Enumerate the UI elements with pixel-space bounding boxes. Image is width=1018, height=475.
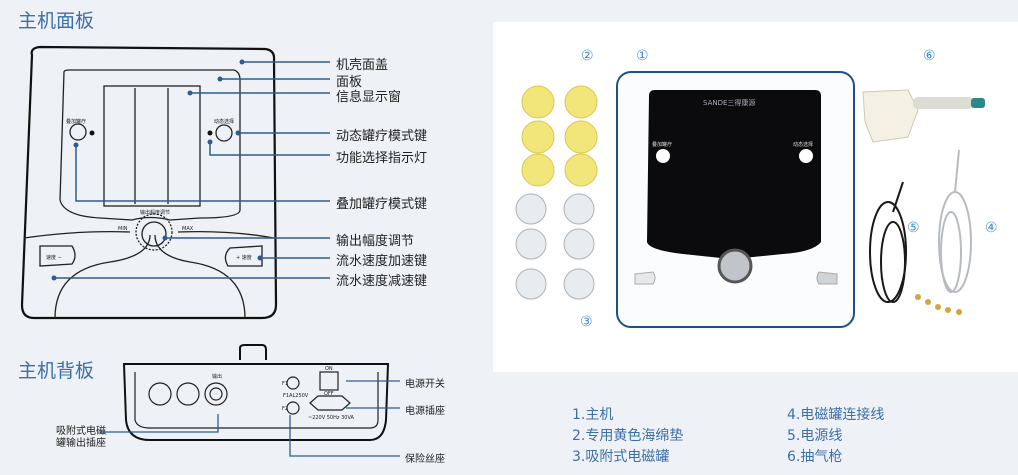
product-photo: SANDE三得康源 叠加罐疗 动态选择 xyxy=(493,22,1018,372)
speed-down-text: 速度 − xyxy=(46,254,62,261)
fuse-rating-text: F1AL250V xyxy=(283,393,309,399)
legend-right: 4.电磁罐连接线 5.电源线 6.抽气枪 xyxy=(787,405,884,468)
label-cup-output-socket: 吸附式电磁 罐输出插座 xyxy=(56,426,106,450)
back-panel-title: 主机背板 xyxy=(18,360,95,382)
legend-item-6: 6.抽气枪 xyxy=(787,449,843,465)
label-cup-output-line2: 罐输出插座 xyxy=(56,438,106,449)
label-fuse-holder: 保险丝座 xyxy=(405,454,445,465)
label-output-amplitude: 输出幅度调节 xyxy=(336,234,415,249)
f2-text: F2 xyxy=(282,406,288,412)
legend-item-1: 1.主机 xyxy=(572,407,614,423)
marker-4: ④ xyxy=(985,220,998,236)
dial-text: 输出幅度调节 xyxy=(140,209,170,216)
legend-item-4: 4.电磁罐连接线 xyxy=(787,407,885,423)
power-rating-text: ~220V 50Hz 30VA xyxy=(308,415,355,421)
legend-item-3: 3.吸附式电磁罐 xyxy=(572,449,670,465)
off-text: OFF xyxy=(324,391,334,397)
photo-right-key-text: 动态选择 xyxy=(793,141,813,148)
legend-item-5: 5.电源线 xyxy=(787,428,843,444)
label-display-window: 信息显示窗 xyxy=(336,90,402,105)
label-panel: 面板 xyxy=(336,75,363,90)
marker-1: ① xyxy=(636,48,649,64)
panel-left-key-text: 叠加罐疗 xyxy=(66,118,86,125)
label-overlay-mode-key: 叠加罐疗模式键 xyxy=(336,197,428,212)
brand-logo-text: SANDE三得康源 xyxy=(703,98,755,107)
label-dynamic-mode-key: 动态罐疗模式键 xyxy=(336,129,428,144)
product-photo-drawing: SANDE三得康源 叠加罐疗 动态选择 xyxy=(515,71,985,328)
label-indicator-light: 功能选择指示灯 xyxy=(336,151,428,166)
min-text: MIN xyxy=(118,226,128,232)
marker-6: ⑥ xyxy=(923,48,936,64)
label-power-socket: 电源插座 xyxy=(405,406,445,417)
legend-left: 1.主机 2.专用黄色海绵垫 3.吸附式电磁罐 xyxy=(572,405,683,468)
label-speed-up-key: 流水速度加速键 xyxy=(336,254,428,269)
on-text: ON xyxy=(325,366,333,372)
legend-item-2: 2.专用黄色海绵垫 xyxy=(572,428,684,444)
photo-left-key-text: 叠加罐疗 xyxy=(652,141,672,148)
f1-text: F1 xyxy=(282,381,288,387)
label-power-switch: 电源开关 xyxy=(405,379,445,390)
front-panel-title: 主机面板 xyxy=(18,10,95,32)
label-speed-down-key: 流水速度减速键 xyxy=(336,274,428,289)
panel-right-key-text: 动态选择 xyxy=(214,118,234,125)
label-cup-output-line1: 吸附式电磁 xyxy=(56,426,106,437)
back-output-text: 输出 xyxy=(212,373,222,380)
front-panel-drawing: 输出 F1 F2 F1AL250V ON OFF ~220V 50Hz 30VA… xyxy=(20,45,400,457)
marker-5: ⑤ xyxy=(907,220,920,236)
marker-3: ③ xyxy=(580,314,593,330)
label-housing-cover: 机壳面盖 xyxy=(336,58,389,73)
marker-2: ② xyxy=(581,48,594,64)
max-text: MAX xyxy=(182,226,194,232)
speed-up-text: + 速度 xyxy=(236,254,252,261)
